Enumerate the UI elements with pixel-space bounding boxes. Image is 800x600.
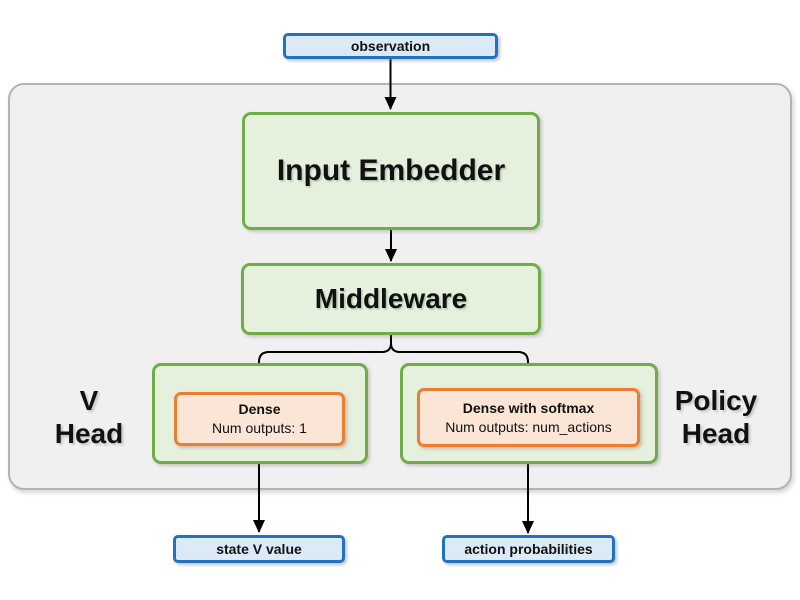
dense-layer-subtitle: Num outputs: 1 — [212, 420, 307, 436]
policy-head-label: Policy Head — [659, 384, 773, 450]
state-v-value-label: state V value — [216, 541, 302, 557]
policy-head-label-line2: Head — [681, 418, 751, 449]
input-embedder-node: Input Embedder — [242, 112, 540, 230]
middleware-label: Middleware — [314, 283, 468, 314]
dense-softmax-layer-node: Dense with softmax Num outputs: num_acti… — [417, 388, 640, 447]
v-head-label: V Head — [38, 384, 140, 450]
v-head-label-line1: V — [79, 385, 99, 416]
v-head-label-line2: Head — [54, 418, 124, 449]
arrow-middleware-to-policyhead — [390, 342, 534, 388]
observation-label: observation — [350, 38, 431, 54]
state-v-value-node: state V value — [173, 535, 345, 563]
action-probabilities-node: action probabilities — [442, 535, 615, 563]
input-embedder-label: Input Embedder — [276, 154, 506, 187]
dense-layer-title: Dense — [238, 401, 281, 417]
dense-softmax-title: Dense with softmax — [462, 399, 595, 416]
observation-node: observation — [283, 33, 498, 59]
dense-layer-node: Dense Num outputs: 1 — [174, 392, 345, 446]
middleware-node: Middleware — [241, 263, 541, 335]
dense-softmax-subtitle: Num outputs: num_actions — [445, 418, 612, 435]
action-probabilities-label: action probabilities — [464, 541, 593, 557]
policy-head-label-line1: Policy — [674, 385, 758, 416]
